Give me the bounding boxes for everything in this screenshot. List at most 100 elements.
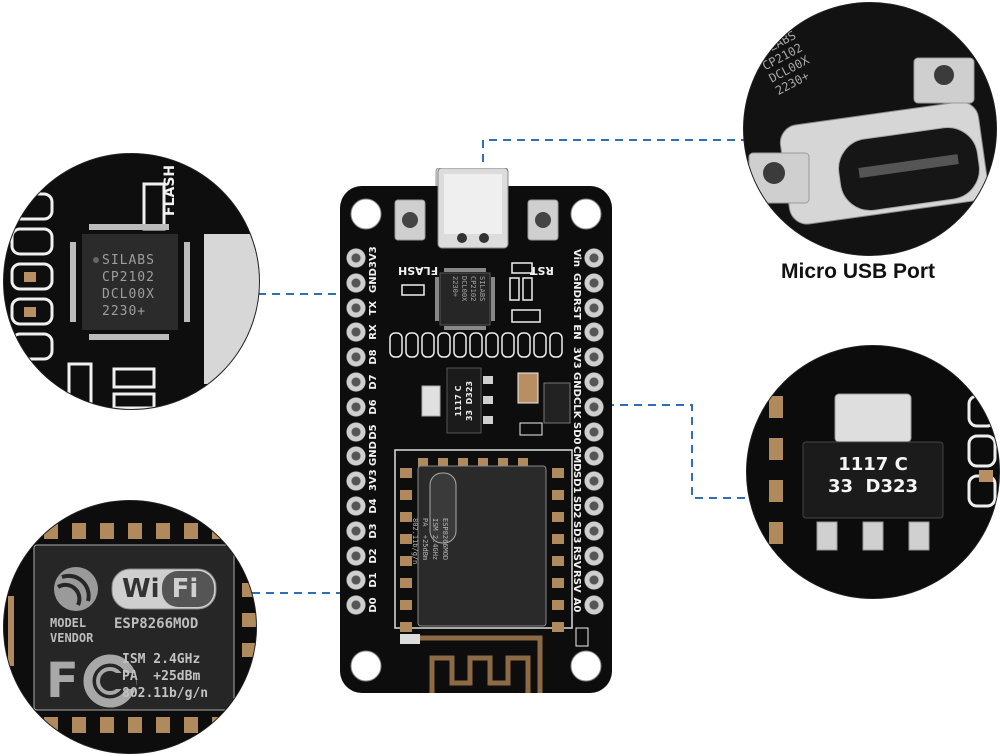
pin-hole <box>346 421 366 442</box>
chip-text-line: DCL00X <box>102 287 155 302</box>
pin-hole <box>346 347 366 368</box>
pin-label: 3V3 <box>368 246 379 268</box>
regulator-text-line: 33 D323 <box>827 476 919 497</box>
module-pads <box>400 458 564 632</box>
module-vendor-label: MODEL VENDOR <box>50 616 93 646</box>
pin-label: D8 <box>368 349 379 365</box>
wifi-logo-fi: Fi <box>171 574 199 604</box>
pin-label: D1 <box>368 572 379 589</box>
pin-label: GND <box>368 441 379 467</box>
pin-hole <box>584 272 604 293</box>
chip-text-line: CP2102 <box>469 276 477 302</box>
cp2102-chip-text: SILABS CP2102 DCL00X 2230+ <box>102 252 155 320</box>
pin-hole <box>346 372 366 392</box>
silk-flash-zoom: FLASH <box>162 164 178 216</box>
pin-hole <box>584 496 604 516</box>
pin-label: 3V3 <box>368 469 379 492</box>
flash-button[interactable] <box>394 199 426 241</box>
pin-hole <box>346 297 366 318</box>
espressif-logo-icon <box>54 567 98 611</box>
board-cp2102-text: SILABS CP2102 DCL00X 2230+ <box>450 276 486 324</box>
pin-hole <box>346 595 366 616</box>
module-model-text: ESP8266MOD <box>441 518 449 561</box>
pin-hole <box>346 496 366 516</box>
callout-voltage-regulator: 1117 C 33 D323 <box>746 345 1000 599</box>
regulator-tab <box>834 393 912 443</box>
pin-label: Vin <box>571 248 582 268</box>
pin-label: D2 <box>368 547 379 564</box>
pin-label: GND <box>571 372 582 397</box>
pin-label: SD3 <box>571 520 582 544</box>
callout-usb-port: SILABS CP2102 DCL00X 2230+ <box>743 2 997 256</box>
pin-hole <box>584 595 604 616</box>
cp2102-chip <box>435 268 495 330</box>
pin-label: GND <box>571 272 582 298</box>
chip-text-line: SILABS <box>102 253 155 268</box>
pcb-antenna <box>420 635 543 693</box>
pin-hole <box>584 471 604 492</box>
ams1117-regulator <box>421 367 493 434</box>
usb-connector-edge <box>204 234 259 384</box>
board-regulator-text: 1117 C 33 D323 <box>453 373 475 429</box>
pin-label: SD1 <box>571 471 582 494</box>
wifi-logo-wi: Wi <box>122 574 160 604</box>
chip-text-line: 2230+ <box>451 276 459 298</box>
pin-label: 3V3 <box>571 347 582 369</box>
pin-hole <box>584 396 604 417</box>
pin-label: CMD <box>571 446 582 472</box>
pin-label: D4 <box>368 498 379 514</box>
pin-hole <box>584 347 604 368</box>
pin-hole <box>346 272 366 293</box>
mounting-hole <box>350 198 382 230</box>
pin-label: RSV <box>571 570 582 594</box>
pin-label: D5 <box>368 423 379 440</box>
pin-hole <box>346 396 366 417</box>
callout-usb-uart-chip: SILABS CP2102 DCL00X 2230+ FLASH <box>3 153 260 410</box>
pin-label: SD0 <box>571 421 582 445</box>
spec-line: ISM 2.4GHz <box>122 652 201 667</box>
pin-label: GND <box>368 267 379 293</box>
pin-hole <box>584 322 604 343</box>
cp2102-package <box>82 234 178 330</box>
pin-hole <box>584 297 604 318</box>
pin-hole <box>584 372 604 392</box>
regulator-text-line: 1117 C <box>838 454 908 475</box>
pin-label: RST <box>571 297 582 320</box>
pin-hole <box>584 570 604 591</box>
pin-hole <box>584 545 604 566</box>
reset-button[interactable] <box>527 199 559 241</box>
vendor-line: VENDOR <box>50 631 94 645</box>
pin-label: D0 <box>368 597 379 613</box>
spec-line: 802.11b/g/n <box>122 686 209 701</box>
regulator-chip-text: 1117 C 33 D323 <box>803 454 943 498</box>
pin-label: RSV <box>571 545 582 569</box>
pin-label: TX <box>368 300 379 315</box>
mounting-hole <box>570 650 602 682</box>
board-module-text: ESP8266MOD ISM 2.4GHz PA +25dBm 802.11b/… <box>410 518 450 628</box>
module-spec-text: 802.11b/g/n <box>411 518 419 565</box>
silk-rst: RST <box>530 264 554 277</box>
pin-label: A0 <box>571 597 582 613</box>
pin-hole <box>346 471 366 492</box>
chip-text-line: SILABS <box>478 276 486 302</box>
pin-hole <box>346 446 366 467</box>
svg-text:F: F <box>46 653 79 709</box>
pin-label: D7 <box>368 374 379 390</box>
module-spec-text: ISM 2.4GHz <box>431 518 439 561</box>
spec-line: PA +25dBm <box>122 669 201 684</box>
pin-hole <box>584 446 604 467</box>
vendor-line: MODEL <box>50 616 87 630</box>
wifi-logo-icon <box>111 568 217 610</box>
pin-label: CLK <box>571 396 582 419</box>
pin-hole <box>346 520 366 541</box>
regulator-text-line: 1117 C <box>454 385 463 417</box>
resistor-row <box>389 332 563 358</box>
chip-text-line: CP2102 <box>102 270 155 285</box>
pin-label: EN <box>571 324 582 340</box>
pin-label: RX <box>368 324 379 341</box>
pin-label: D3 <box>368 523 379 539</box>
regulator-text-line: 33 D323 <box>465 380 474 422</box>
pin-hole <box>584 421 604 442</box>
silk-flash: FLASH <box>398 264 439 277</box>
